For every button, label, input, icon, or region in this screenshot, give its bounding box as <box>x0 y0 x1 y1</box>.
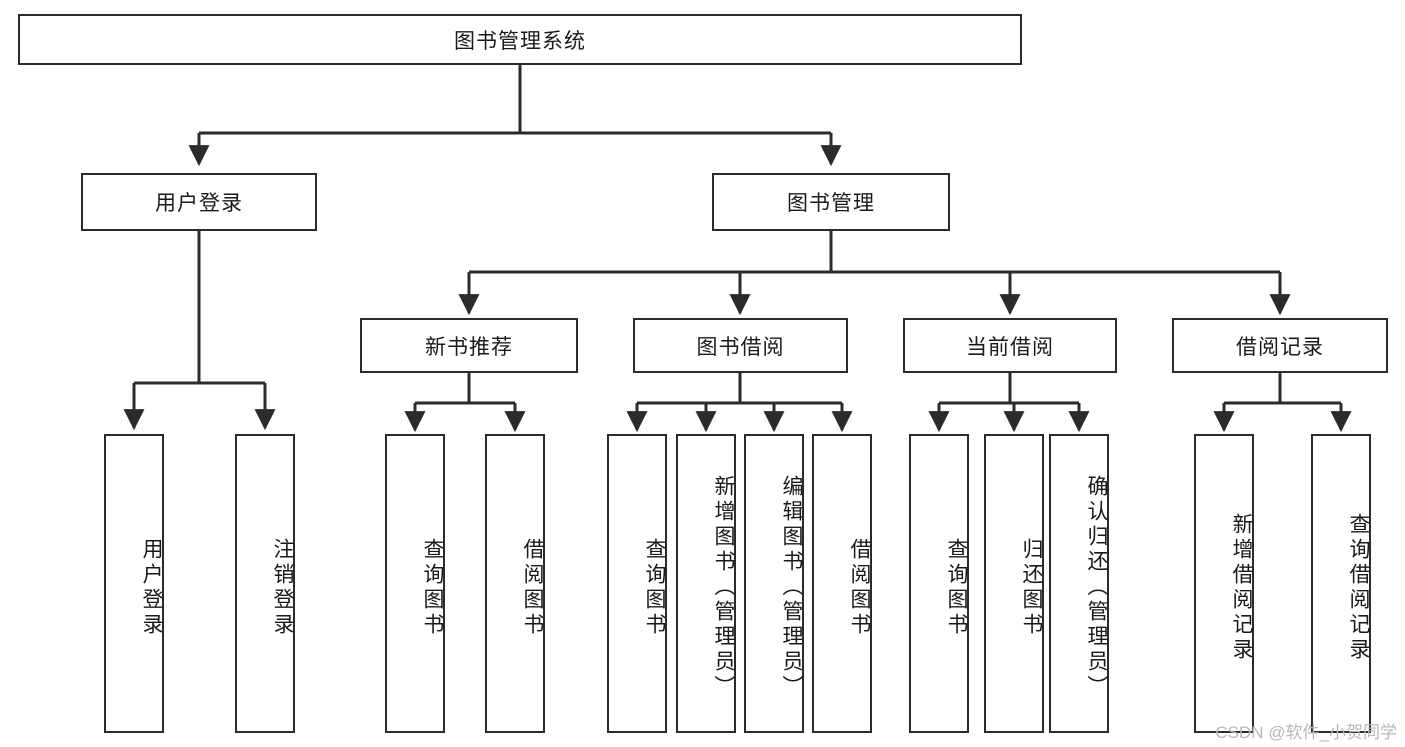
node-label: 查询图书 <box>643 537 666 638</box>
node-label: 当前借阅 <box>966 335 1054 359</box>
node-book-management[interactable]: 图书管理 <box>712 173 950 231</box>
node-leaf-newbook-query-book[interactable]: 查询图书 <box>385 434 445 733</box>
node-label: 新增借阅记录 <box>1230 512 1253 663</box>
node-leaf-user-login[interactable]: 用户登录 <box>104 434 164 733</box>
node-label: 查询图书 <box>945 537 968 638</box>
node-borrow-records[interactable]: 借阅记录 <box>1172 318 1388 373</box>
node-label: 编辑图书（管理员） <box>780 475 803 700</box>
node-leaf-records-add-record[interactable]: 新增借阅记录 <box>1194 434 1254 733</box>
node-leaf-current-query-book[interactable]: 查询图书 <box>909 434 969 733</box>
node-leaf-logout[interactable]: 注销登录 <box>235 434 295 733</box>
node-label: 查询图书 <box>421 537 444 638</box>
node-root-book-management-system[interactable]: 图书管理系统 <box>18 14 1022 65</box>
node-current-borrowing[interactable]: 当前借阅 <box>903 318 1117 373</box>
node-label: 用户登录 <box>140 537 163 638</box>
node-label: 借阅记录 <box>1236 335 1324 359</box>
node-label: 用户登录 <box>155 192 243 215</box>
node-label: 借阅图书 <box>848 537 871 638</box>
node-label: 图书借阅 <box>696 335 785 359</box>
node-label: 图书管理系统 <box>454 29 586 53</box>
node-label: 确认归还（管理员） <box>1085 475 1108 700</box>
node-leaf-borrow-edit-book-admin[interactable]: 编辑图书（管理员） <box>744 434 804 733</box>
node-label: 注销登录 <box>271 537 294 638</box>
node-label: 借阅图书 <box>521 537 544 638</box>
node-leaf-borrow-lend-book[interactable]: 借阅图书 <box>812 434 872 733</box>
watermark-text: CSDN @软件_小贺同学 <box>1215 723 1397 742</box>
node-new-book-recommendation[interactable]: 新书推荐 <box>360 318 578 373</box>
node-label: 归还图书 <box>1020 537 1043 638</box>
node-leaf-current-return-book[interactable]: 归还图书 <box>984 434 1044 733</box>
node-label: 新书推荐 <box>425 335 513 359</box>
node-label: 新增图书（管理员） <box>712 475 735 700</box>
node-book-borrowing[interactable]: 图书借阅 <box>633 318 848 373</box>
node-label: 查询借阅记录 <box>1347 512 1370 663</box>
node-leaf-records-query-record[interactable]: 查询借阅记录 <box>1311 434 1371 733</box>
node-user-login[interactable]: 用户登录 <box>81 173 317 231</box>
node-leaf-borrow-query-book[interactable]: 查询图书 <box>607 434 667 733</box>
node-leaf-borrow-add-book-admin[interactable]: 新增图书（管理员） <box>676 434 736 733</box>
node-label: 图书管理 <box>787 192 875 215</box>
node-leaf-newbook-borrow-book[interactable]: 借阅图书 <box>485 434 545 733</box>
node-leaf-current-confirm-return-admin[interactable]: 确认归还（管理员） <box>1049 434 1109 733</box>
